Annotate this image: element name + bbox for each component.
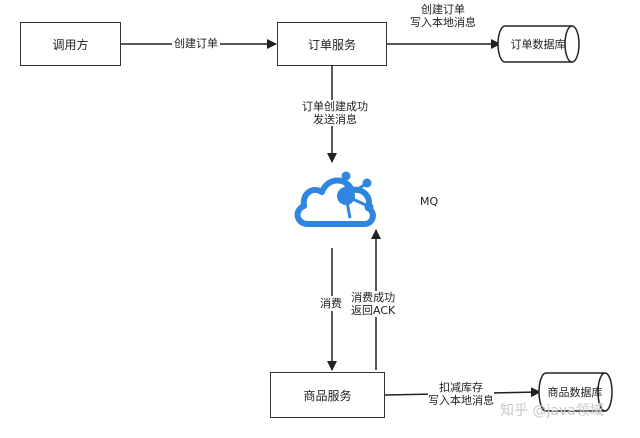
goods-service-box: 商品服务 [270,372,385,418]
send-message-label: 订单创建成功 发送消息 [302,100,368,126]
order-service-box: 订单服务 [277,22,387,66]
caller-box: 调用方 [20,22,121,66]
goods-db-label: 商品数据库 [547,386,603,399]
consume-label: 消费 [320,296,342,311]
watermark: 知乎 @java领域 [500,403,604,419]
create-order-label: 创建订单 [172,37,220,50]
caller-label: 调用方 [52,37,89,52]
order-db-cylinder [497,25,580,63]
mq-label: MQ [420,195,439,208]
goods-db-cylinder [538,372,613,412]
mq-cloud-icon [294,171,376,227]
write-local-label: 创建订单 写入本地消息 [410,3,476,29]
order-db-label: 订单数据库 [510,38,566,51]
ack-label: 消费成功 返回ACK [351,291,396,317]
goods-service-label: 商品服务 [303,388,352,403]
order-service-label: 订单服务 [307,37,356,52]
deduct-stock-label: 扣减库存 写入本地消息 [428,381,494,407]
